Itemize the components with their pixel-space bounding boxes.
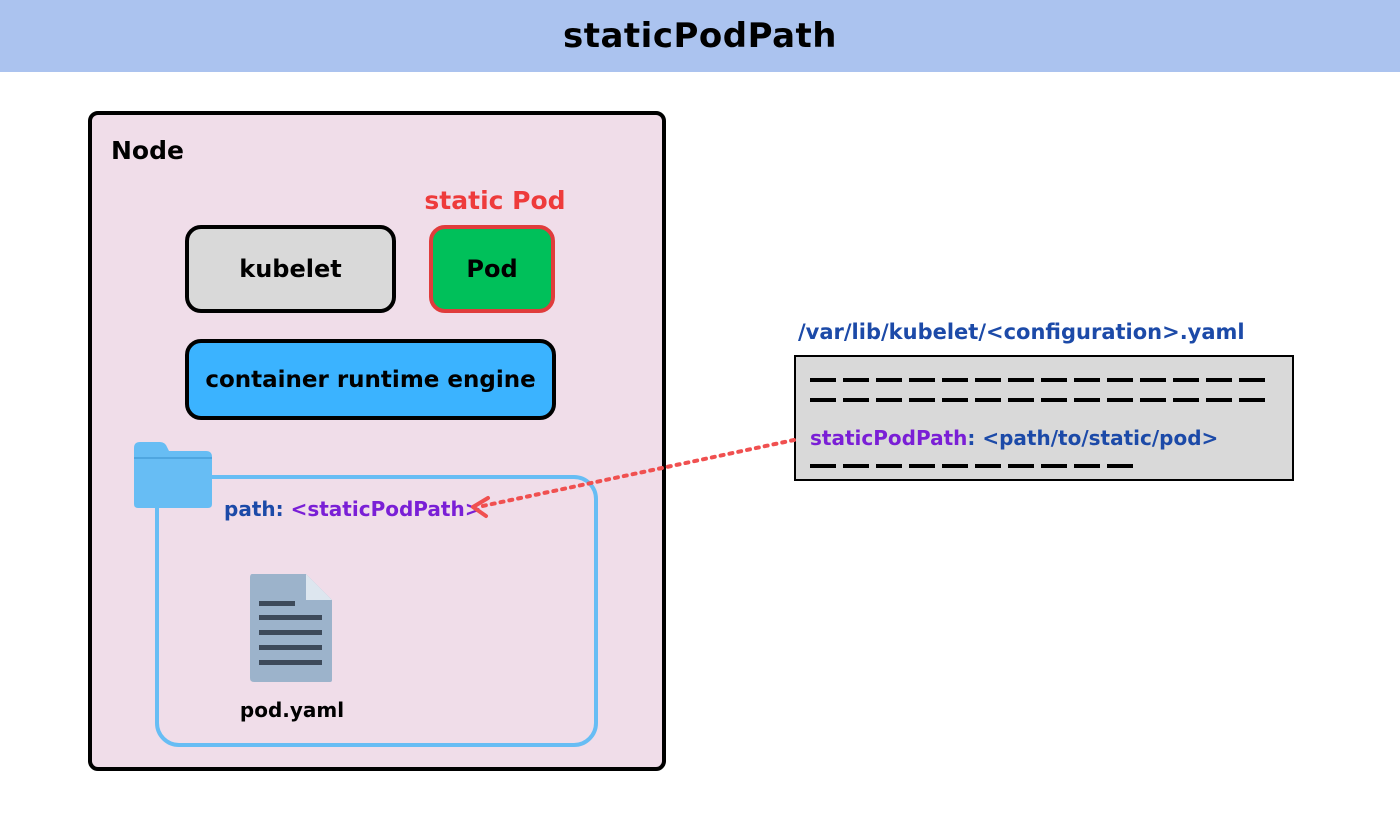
folder-path-line: path: <staticPodPath> [224,497,481,521]
header-banner: staticPodPath [0,0,1400,72]
folder-path-prefix: path: [224,497,291,521]
config-value: <path/to/static/pod> [982,426,1219,450]
config-setting-line: staticPodPath: <path/to/static/pod> [810,426,1218,450]
document-icon [250,574,332,682]
runtime-label: container runtime engine [205,366,536,393]
kubelet-label: kubelet [239,255,342,283]
config-file-path: /var/lib/kubelet/<configuration>.yaml [798,320,1245,344]
config-placeholder-line-3 [810,464,1135,468]
config-placeholder-line-2 [810,398,1265,402]
pod-yaml-label: pod.yaml [239,698,345,722]
config-placeholder-line-1 [810,378,1265,382]
node-label: Node [111,136,184,165]
pod-label: Pod [466,255,518,283]
config-separator: : [967,426,983,450]
kubelet-box: kubelet [185,225,396,313]
config-file-box [794,355,1294,481]
folder-path-value: <staticPodPath> [290,497,482,521]
static-pod-label: static Pod [424,186,566,215]
page-title: staticPodPath [562,16,838,56]
folder-icon [134,442,212,508]
static-pod-box: Pod [429,225,555,313]
config-key: staticPodPath [810,426,968,450]
static-pod-folder [155,475,598,747]
node-container [88,111,666,771]
container-runtime-box: container runtime engine [185,339,556,420]
